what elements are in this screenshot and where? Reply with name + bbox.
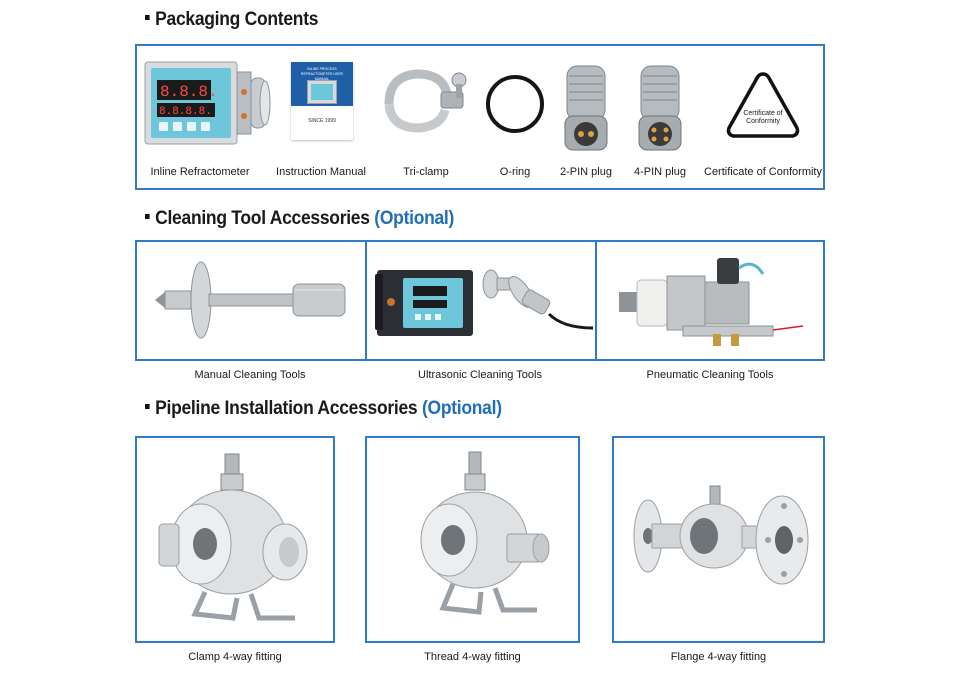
certificate-label: Certificate of Conformity bbox=[704, 166, 822, 178]
manual-image: INLINE PROCESS REFRACTOMETER USER MANUAL… bbox=[291, 62, 353, 140]
svg-text:8.8.8.8.: 8.8.8.8. bbox=[159, 106, 212, 118]
pipeline-optional: (Optional) bbox=[421, 398, 502, 419]
thread-fitting-image bbox=[397, 450, 557, 626]
manual-cleaning-image bbox=[155, 258, 351, 342]
ultrasonic-cleaning-image bbox=[373, 262, 593, 342]
plug-4pin-image bbox=[635, 62, 685, 154]
manual-cleaning-cell bbox=[137, 242, 367, 359]
manual-title: INLINE PROCESS REFRACTOMETER USER MANUAL bbox=[300, 67, 344, 81]
thread-fitting-label: Thread 4-way fitting bbox=[424, 651, 521, 663]
ultrasonic-cleaning-cell bbox=[367, 242, 597, 359]
plug-4pin-label: 4-PIN plug bbox=[634, 166, 686, 178]
bullet-icon bbox=[145, 404, 150, 410]
flange-fitting-label: Flange 4-way fitting bbox=[670, 651, 767, 663]
packaging-heading: Packaging Contents bbox=[145, 9, 318, 31]
cleaning-heading: Cleaning Tool Accessories (Optional) bbox=[145, 208, 454, 230]
svg-text:8.8.8.: 8.8.8. bbox=[160, 83, 218, 101]
manual-since: SINCE 1999 bbox=[308, 118, 336, 124]
pipeline-heading: Pipeline Installation Accessories (Optio… bbox=[145, 398, 502, 420]
flange-fitting-image bbox=[632, 478, 810, 588]
ultrasonic-cleaning-label: Ultrasonic Cleaning Tools bbox=[418, 369, 542, 381]
manual-label: Instruction Manual bbox=[276, 166, 366, 178]
clamp-fitting-image bbox=[155, 452, 315, 628]
cleaning-optional: (Optional) bbox=[374, 208, 455, 229]
triclamp-label: Tri-clamp bbox=[403, 166, 449, 178]
triclamp-image bbox=[379, 64, 469, 138]
pneumatic-cleaning-label: Pneumatic Cleaning Tools bbox=[646, 369, 774, 381]
pneumatic-cleaning-cell bbox=[597, 242, 823, 359]
clamp-fitting-label: Clamp 4-way fitting bbox=[188, 651, 282, 663]
bullet-icon bbox=[145, 214, 150, 220]
plug-2pin-label: 2-PIN plug bbox=[560, 166, 612, 178]
oring-label: O-ring bbox=[499, 166, 531, 178]
oring-image bbox=[483, 72, 547, 136]
bullet-icon bbox=[145, 15, 150, 21]
packaging-title: Packaging Contents bbox=[155, 9, 319, 30]
plug-2pin-image bbox=[561, 62, 611, 154]
certificate-badge-text: Certificate of Conformity bbox=[743, 110, 783, 125]
cleaning-title: Cleaning Tool Accessories bbox=[155, 208, 370, 229]
clamp-fitting-frame bbox=[135, 436, 335, 643]
certificate-triangle-icon bbox=[723, 68, 803, 142]
flange-fitting-frame bbox=[612, 436, 825, 643]
cleaning-frame bbox=[135, 240, 825, 361]
pipeline-title: Pipeline Installation Accessories bbox=[155, 398, 418, 419]
thread-fitting-frame bbox=[365, 436, 580, 643]
manual-cleaning-label: Manual Cleaning Tools bbox=[194, 369, 306, 381]
refractometer-image: 8.8.8. 8.8.8.8. bbox=[143, 58, 271, 148]
pneumatic-cleaning-image bbox=[613, 250, 813, 350]
refractometer-label: Inline Refractometer bbox=[150, 166, 250, 178]
packaging-frame: 8.8.8. 8.8.8.8. Inline Refractometer INL… bbox=[135, 44, 825, 190]
